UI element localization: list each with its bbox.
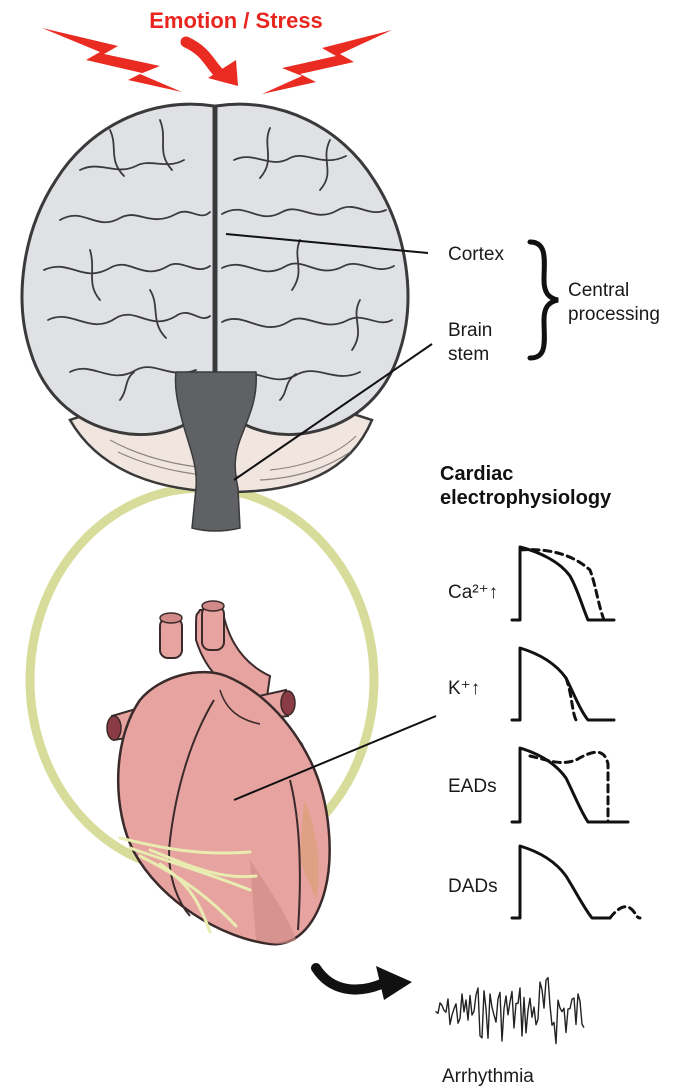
heart-body <box>118 672 329 944</box>
trace-k <box>512 648 614 720</box>
vessel-end <box>281 691 295 715</box>
outcome-label: Arrhythmia <box>442 1066 534 1087</box>
section-heading: Cardiac electrophysiology <box>440 463 612 509</box>
arrhythmia-trace <box>436 978 584 1044</box>
vessel-top-1 <box>160 618 182 658</box>
curly-brace <box>530 242 558 358</box>
vessel-top-2 <box>202 606 224 650</box>
action-potential-traces <box>512 547 640 918</box>
curved-arrow-icon-top <box>186 42 238 86</box>
curved-arrow-icon <box>316 966 412 1000</box>
title: Emotion / Stress <box>149 8 323 33</box>
lightning-bolt-icon-right <box>262 30 392 94</box>
brain <box>22 104 408 531</box>
trace-label-k: K⁺↑ <box>448 678 480 699</box>
brainstem-label: Brain stem <box>448 320 498 365</box>
heart <box>107 601 330 944</box>
central-processing-label: Central processing <box>568 280 660 325</box>
trace-eads <box>512 748 628 822</box>
trace-labels: Ca²⁺↑ K⁺↑ EADs DADs <box>448 582 498 897</box>
trace-label-ca: Ca²⁺↑ <box>448 582 498 603</box>
trace-ca <box>512 547 614 620</box>
trace-dads <box>512 846 640 918</box>
trace-label-eads: EADs <box>448 776 497 797</box>
trace-label-dads: DADs <box>448 876 498 897</box>
lightning-bolt-icon <box>42 28 182 92</box>
cortex-label: Cortex <box>448 244 504 265</box>
